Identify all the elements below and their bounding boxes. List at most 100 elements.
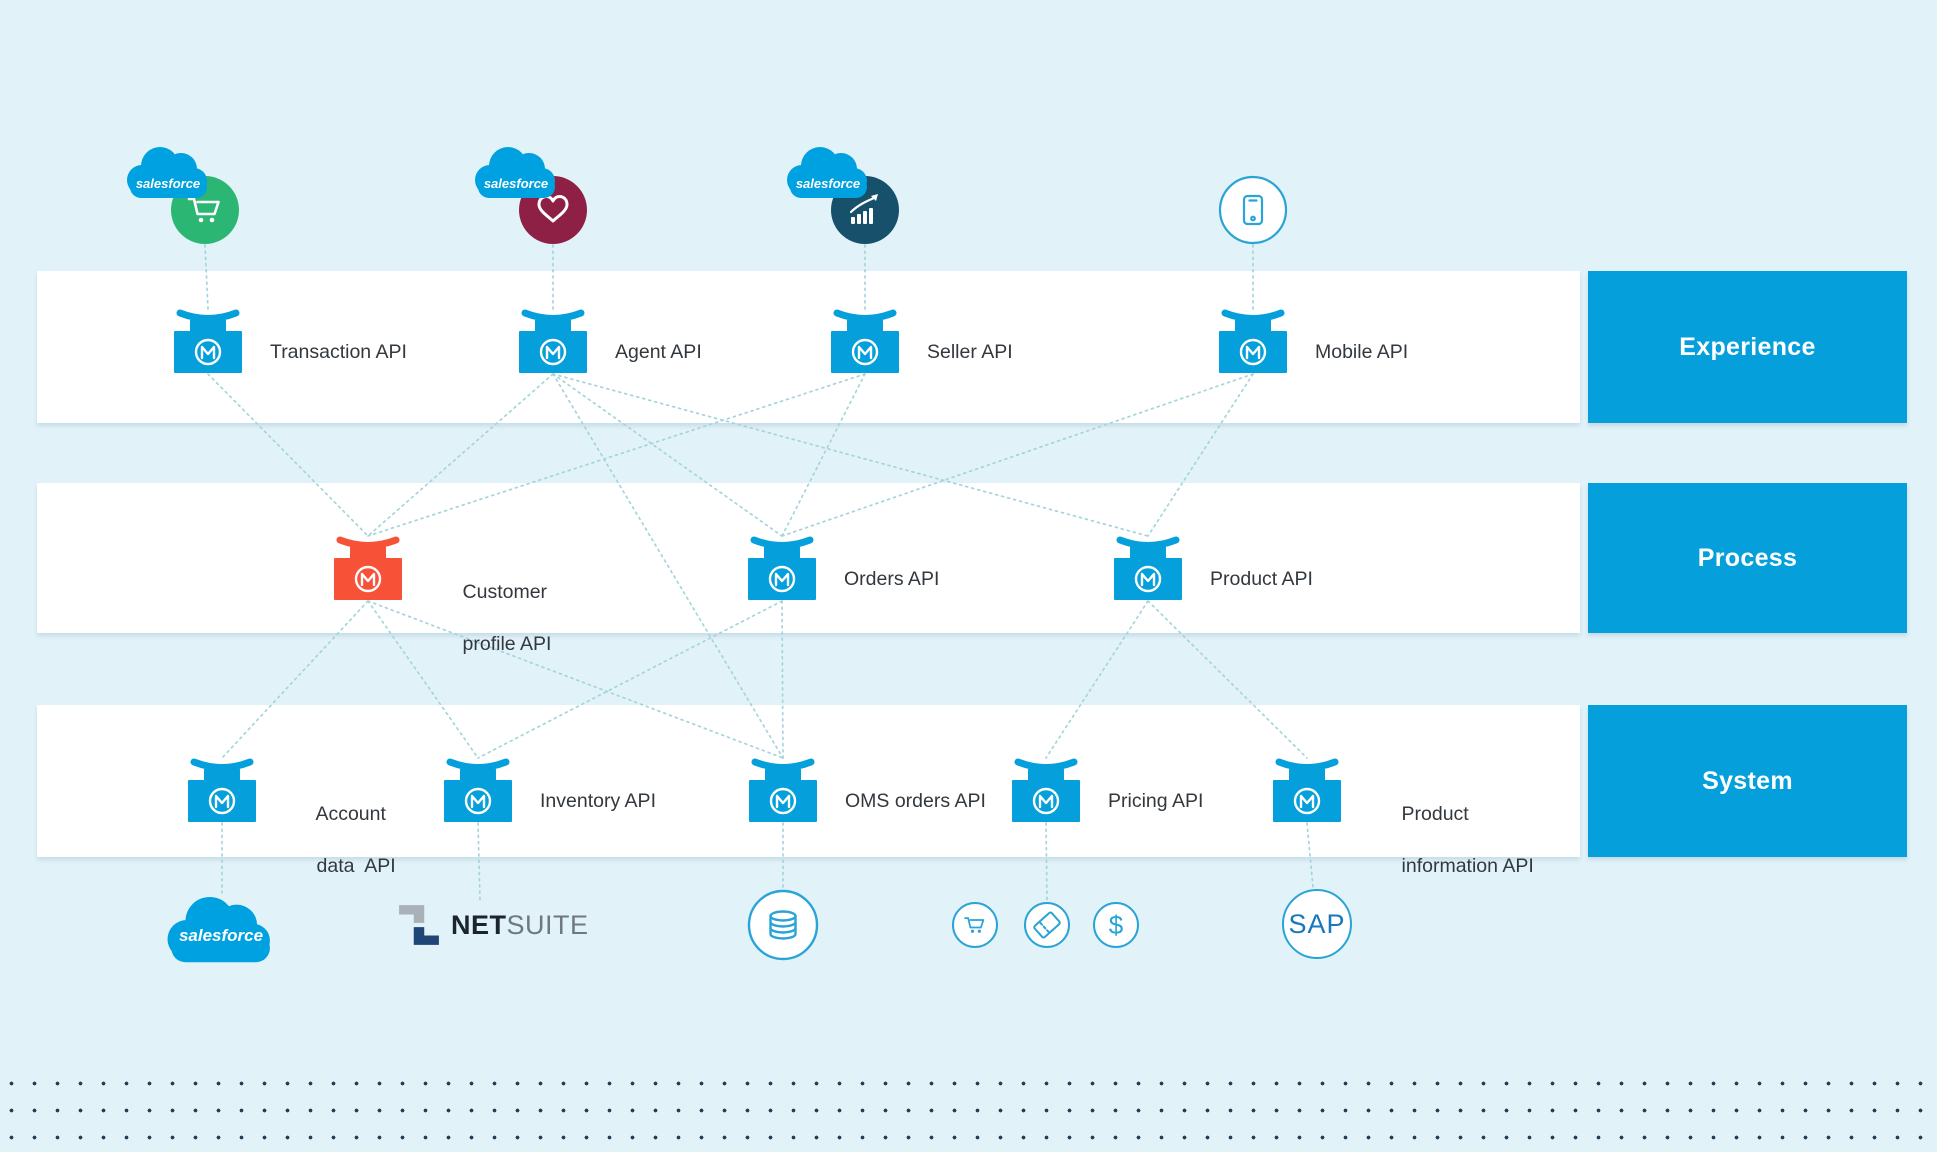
edge-seller-to-customer_profile: [367, 373, 866, 537]
mulesoft-connector-icon: [174, 309, 242, 373]
edge-customer_profile-to-oms: [367, 600, 784, 759]
api-label-pricing: Pricing API: [1108, 790, 1204, 812]
edge-agent-to-customer_profile: [367, 373, 554, 537]
source-salesforce-commerce: salesforce: [100, 134, 310, 269]
edge-orders-to-inventory: [477, 600, 783, 759]
api-node-seller: Seller API: [830, 307, 1013, 373]
edge-cart_src-to-transaction: [204, 244, 209, 310]
edge-inventory-to-netsuite_sys: [477, 822, 481, 901]
api-label-product-info-line2: information API: [1401, 855, 1534, 877]
api-label-oms-orders: OMS orders API: [845, 790, 986, 812]
system-ticket-circle: [1022, 900, 1072, 955]
salesforce-wordmark: salesforce: [796, 176, 860, 191]
api-label-product: Product API: [1210, 568, 1313, 590]
salesforce-cloud-icon: salesforce: [787, 147, 867, 198]
salesforce-wordmark: salesforce: [179, 926, 263, 945]
mulesoft-connector-icon: [334, 536, 402, 600]
mulesoft-connector-icon: [188, 758, 256, 822]
salesforce-cloud-icon: salesforce: [127, 147, 207, 198]
edge-agent-to-product: [552, 373, 1149, 537]
mulesoft-connector-icon: [1219, 309, 1287, 373]
mulesoft-connector-icon: [831, 309, 899, 373]
salesforce-cloud-icon: salesforce: [167, 896, 270, 963]
system-sap-logo: SAP: [1279, 887, 1355, 968]
edge-orders-to-oms: [781, 600, 784, 759]
experience-layer-band: [37, 271, 1580, 423]
heart-icon: [537, 195, 569, 223]
mulesoft-connector-icon: [444, 758, 512, 822]
api-node-transaction: Transaction API: [173, 307, 407, 373]
source-salesforce-analytics: salesforce: [760, 134, 970, 269]
edge-agent-to-oms: [552, 373, 784, 759]
edge-mobile-to-product: [1147, 373, 1254, 537]
api-node-oms-orders: OMS orders API: [748, 756, 986, 822]
ticket-icon: [1033, 911, 1061, 939]
phone-circle-icon: [1218, 175, 1288, 245]
edge-transaction-to-customer_profile: [207, 373, 369, 537]
sap-wordmark: SAP: [1288, 909, 1345, 939]
database-circle-icon: [747, 889, 819, 961]
api-node-account-data: Account data API: [187, 756, 396, 877]
netsuite-wordmark-net: NET: [451, 909, 507, 940]
edge-product-to-product_info: [1147, 600, 1308, 759]
process-layer-label-box: Process: [1588, 483, 1907, 633]
mulesoft-connector-icon: [1273, 758, 1341, 822]
api-label-agent: Agent API: [615, 341, 702, 363]
edge-customer_profile-to-inventory: [367, 600, 479, 759]
api-node-agent: Agent API: [518, 307, 702, 373]
cart-circle-icon: [952, 902, 998, 948]
api-label-customer-profile-line2: profile API: [462, 633, 552, 655]
api-node-customer-profile: Customer profile API: [333, 534, 551, 655]
api-node-inventory: Inventory API: [443, 756, 656, 822]
api-label-seller: Seller API: [927, 341, 1013, 363]
edge-seller-to-orders: [781, 373, 866, 537]
experience-layer-label-box: Experience: [1588, 271, 1907, 423]
edge-customer_profile-to-account: [221, 600, 369, 759]
api-node-mobile: Mobile API: [1218, 307, 1408, 373]
api-node-orders: Orders API: [747, 534, 939, 600]
dollar-circle-icon: $: [1093, 902, 1139, 948]
api-label-account-line2: data API: [316, 855, 396, 877]
system-database: [743, 885, 823, 970]
edge-product-to-pricing: [1045, 600, 1149, 759]
api-label-customer-profile-line1: Customer: [462, 581, 548, 603]
api-node-product-information: Product information API: [1272, 756, 1534, 877]
salesforce-cloud-icon: salesforce: [475, 147, 555, 198]
system-layer-title: System: [1702, 766, 1793, 795]
netsuite-wordmark: NETSUITE: [451, 910, 589, 941]
api-label-account-line1: Account: [315, 803, 386, 825]
system-dollar-circle: $: [1091, 900, 1141, 955]
edge-mobile-to-orders: [781, 373, 1254, 537]
mulesoft-connector-icon: [1012, 758, 1080, 822]
database-icon: [769, 910, 797, 940]
process-layer-title: Process: [1697, 543, 1798, 572]
system-salesforce-logo: salesforce: [152, 886, 292, 979]
phone-icon: [1242, 194, 1264, 226]
mulesoft-connector-icon: [749, 758, 817, 822]
system-netsuite-logo: NETSUITE: [397, 903, 589, 947]
netsuite-wordmark-suite: SUITE: [506, 909, 589, 940]
cart-icon: [964, 917, 985, 933]
mulesoft-connector-icon: [1114, 536, 1182, 600]
bar-chart-arrow-icon: [849, 194, 878, 224]
edge-agent-to-orders: [552, 373, 783, 537]
experience-layer-title: Experience: [1679, 332, 1816, 361]
api-label-orders: Orders API: [844, 568, 940, 590]
shopping-cart-circle-icon: salesforce: [127, 147, 239, 244]
source-mobile-device: [1148, 134, 1358, 269]
edge-product_info-to-sap_sys: [1306, 822, 1314, 888]
api-label-product-info-line1: Product: [1401, 803, 1469, 825]
dot-grid-pattern: [0, 1070, 1937, 1152]
source-salesforce-loyalty: salesforce: [448, 134, 658, 269]
edge-pricing-to-ticket_sys: [1045, 822, 1048, 902]
cart-icon: [187, 197, 220, 223]
api-label-transaction: Transaction API: [270, 341, 407, 363]
sap-circle-icon: SAP: [1282, 889, 1352, 959]
heart-circle-icon: salesforce: [475, 147, 587, 244]
mulesoft-connector-icon: [519, 309, 587, 373]
mulesoft-connector-icon: [748, 536, 816, 600]
ticket-circle-icon: [1024, 902, 1070, 948]
api-node-product: Product API: [1113, 534, 1313, 600]
growth-chart-circle-icon: salesforce: [787, 147, 899, 244]
